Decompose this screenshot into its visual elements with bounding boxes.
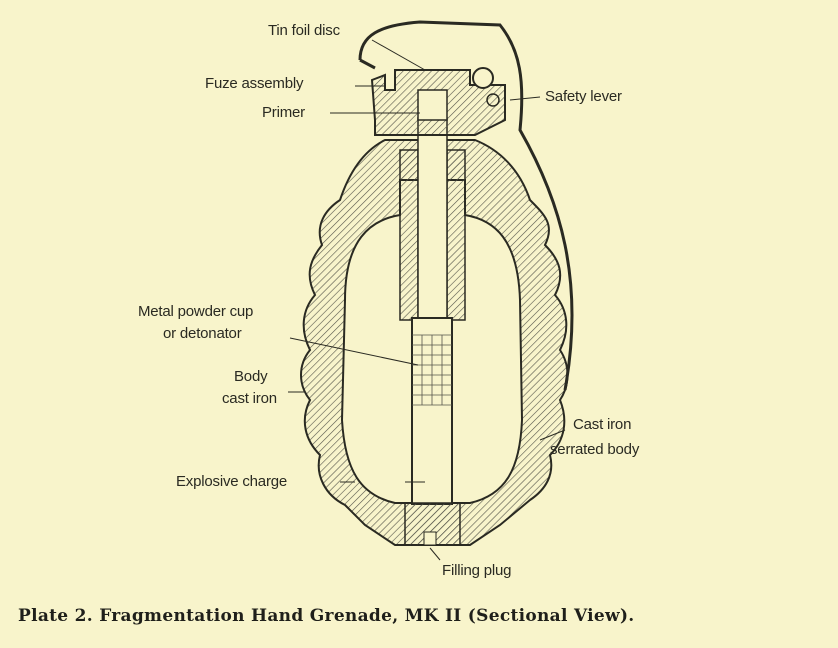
- figure-caption: Plate 2. Fragmentation Hand Grenade, MK …: [18, 606, 635, 626]
- label-safety-lever: Safety lever: [545, 88, 622, 105]
- fuze-neck-right: [446, 149, 466, 321]
- label-tin-foil-disc: Tin foil disc: [268, 22, 340, 39]
- label-explosive-charge: Explosive charge: [176, 473, 288, 490]
- filling-plug-slot: [423, 531, 437, 546]
- label-fuze-assembly: Fuze assembly: [205, 75, 304, 92]
- label-filling-plug: Filling plug: [442, 562, 512, 579]
- fuze-neck-left: [399, 149, 419, 321]
- label-serrated-body: serrated body: [550, 441, 640, 458]
- primer-tube: [417, 117, 448, 319]
- label-cast-iron-serrated: Cast iron: [573, 416, 632, 433]
- pin: [486, 93, 500, 107]
- detonator-grid: [412, 334, 452, 406]
- label-primer: Primer: [262, 104, 305, 121]
- label-cast-iron: cast iron: [222, 390, 277, 407]
- label-body: Body: [234, 368, 268, 385]
- label-metal-powder-cup: Metal powder cup: [138, 303, 254, 320]
- pin-ring: [472, 67, 494, 89]
- leader-lines: [288, 39, 566, 561]
- primer: [417, 89, 448, 121]
- lever-hook: [359, 58, 376, 70]
- label-or-detonator: or detonator: [163, 325, 242, 342]
